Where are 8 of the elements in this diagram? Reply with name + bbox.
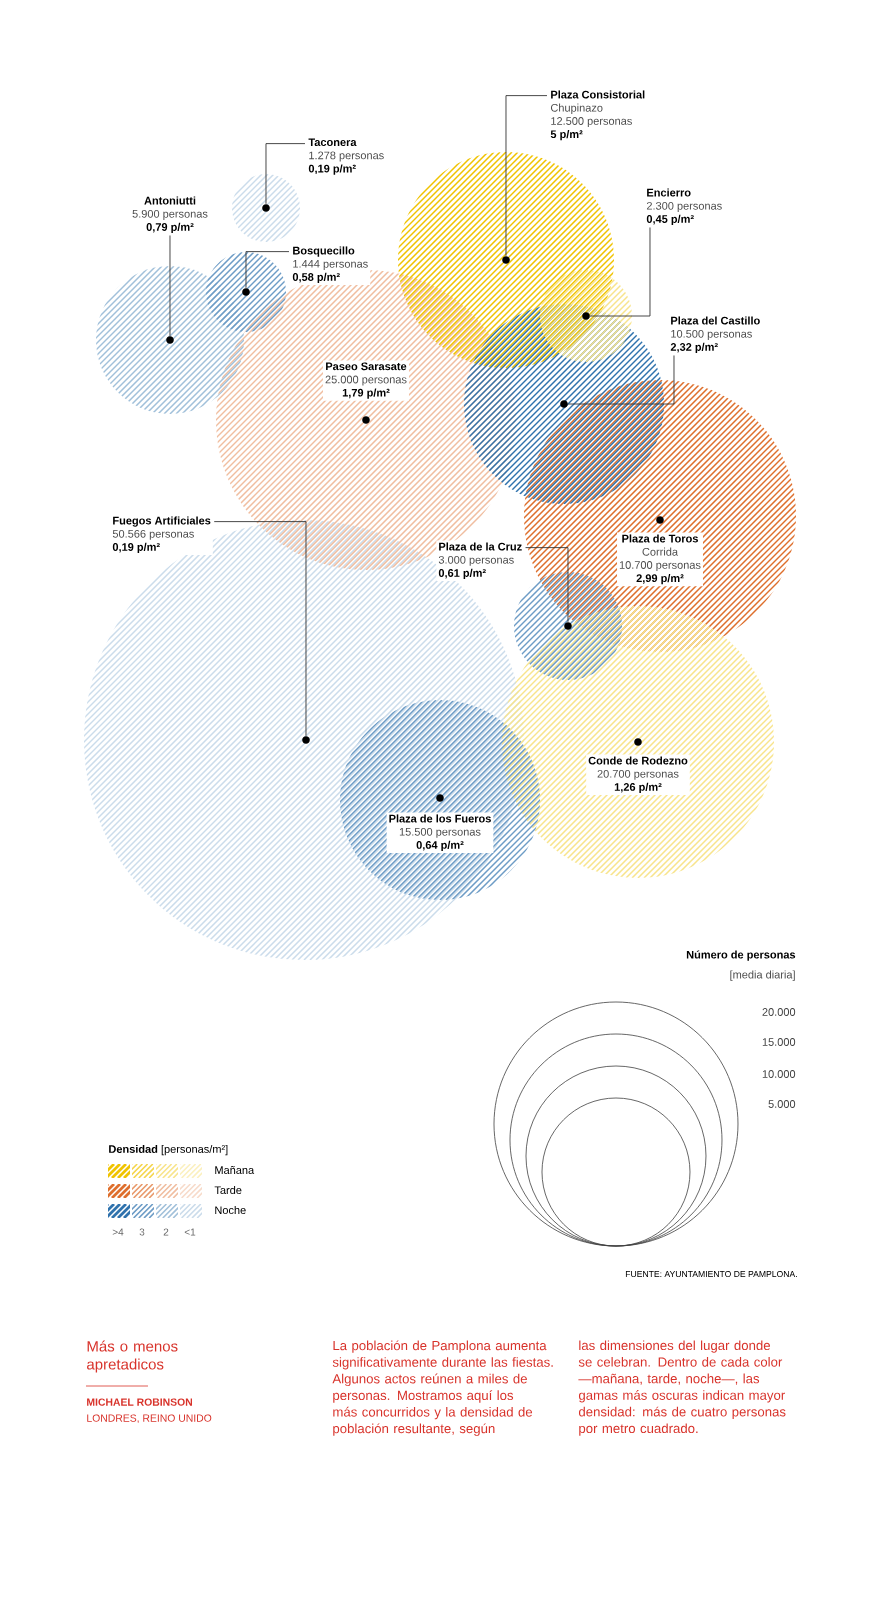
leader-line <box>265 143 306 205</box>
leader-line <box>589 227 651 317</box>
leader-line <box>169 235 171 337</box>
leader-line <box>525 547 569 623</box>
leader-line <box>213 521 307 737</box>
leader-line <box>567 355 675 405</box>
leader-line <box>245 251 290 289</box>
leader-line <box>505 95 548 257</box>
